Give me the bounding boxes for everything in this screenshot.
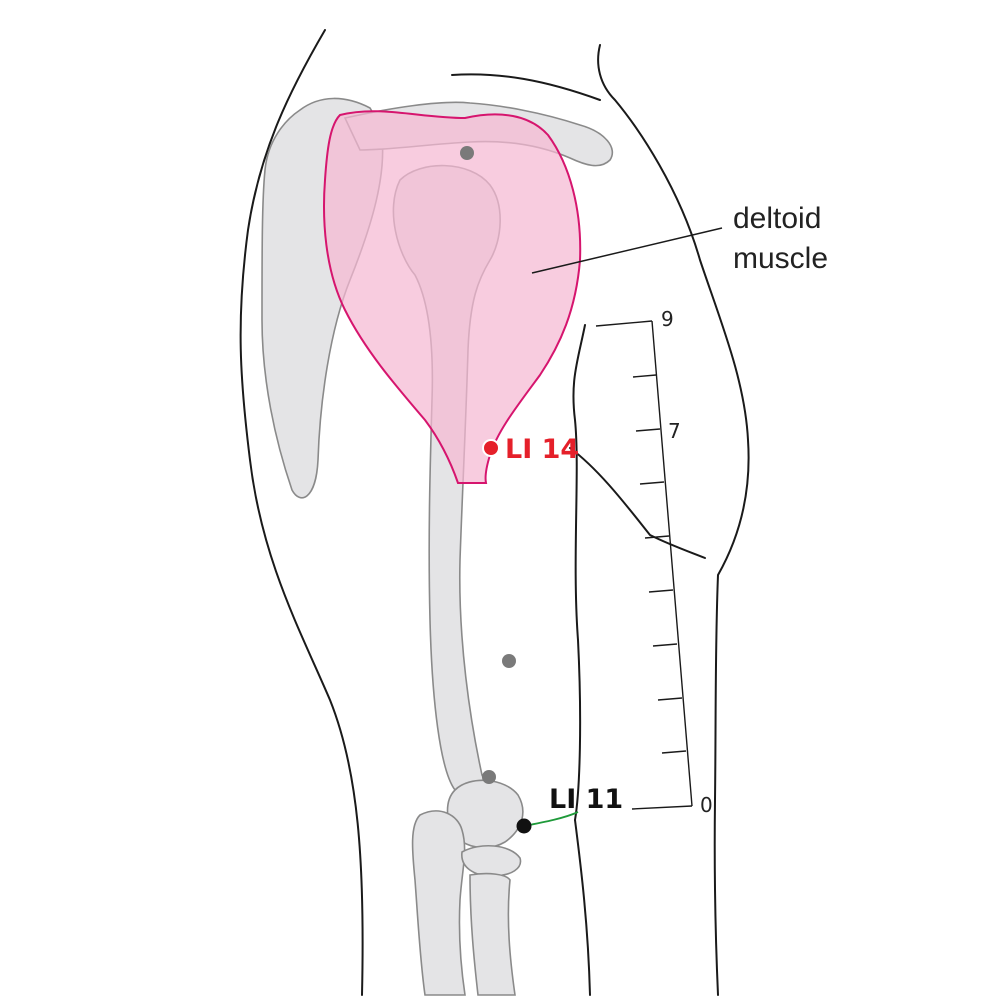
back-outline xyxy=(239,29,364,996)
deltoid-label-line1: deltoid xyxy=(733,202,821,235)
radius-head xyxy=(461,844,522,877)
scale-label-9: 9 xyxy=(661,307,674,331)
chest-outline xyxy=(597,44,750,996)
scale-top-line xyxy=(595,320,653,327)
scale-label-0: 0 xyxy=(700,793,713,817)
body-outline xyxy=(239,29,750,996)
chest-fold-outline xyxy=(569,447,706,559)
forearm-outline xyxy=(574,819,591,996)
scale-tick xyxy=(648,589,674,593)
gray-point-shoulder xyxy=(460,146,474,160)
radius-shaft xyxy=(469,872,516,996)
scale-tick xyxy=(657,697,683,701)
scale-spine xyxy=(651,320,693,807)
li14-label: LI 14 xyxy=(505,434,579,465)
scale-label-7: 7 xyxy=(668,419,681,443)
li14-point xyxy=(482,439,500,457)
proportional-scale xyxy=(595,320,693,810)
shoulder-top-outline xyxy=(451,73,601,101)
scale-tick xyxy=(661,750,687,754)
scale-bottom-line xyxy=(631,805,693,810)
li11-label: LI 11 xyxy=(549,784,623,815)
li11-point xyxy=(516,818,532,834)
deltoid-muscle xyxy=(323,110,582,484)
scale-tick xyxy=(635,428,661,432)
scale-tick xyxy=(632,374,657,378)
scale-tick xyxy=(639,481,665,485)
scale-tick xyxy=(652,643,678,647)
deltoid-shape xyxy=(323,110,582,484)
deltoid-pointer-line xyxy=(531,227,723,274)
armpit-outline xyxy=(572,324,586,821)
gray-point-elbow xyxy=(482,770,496,784)
forearm-bones xyxy=(411,779,524,996)
gray-point-arm xyxy=(502,654,516,668)
scale-tick xyxy=(644,535,670,539)
ulna-shape xyxy=(411,810,466,996)
deltoid-label-line2: muscle xyxy=(733,242,828,275)
